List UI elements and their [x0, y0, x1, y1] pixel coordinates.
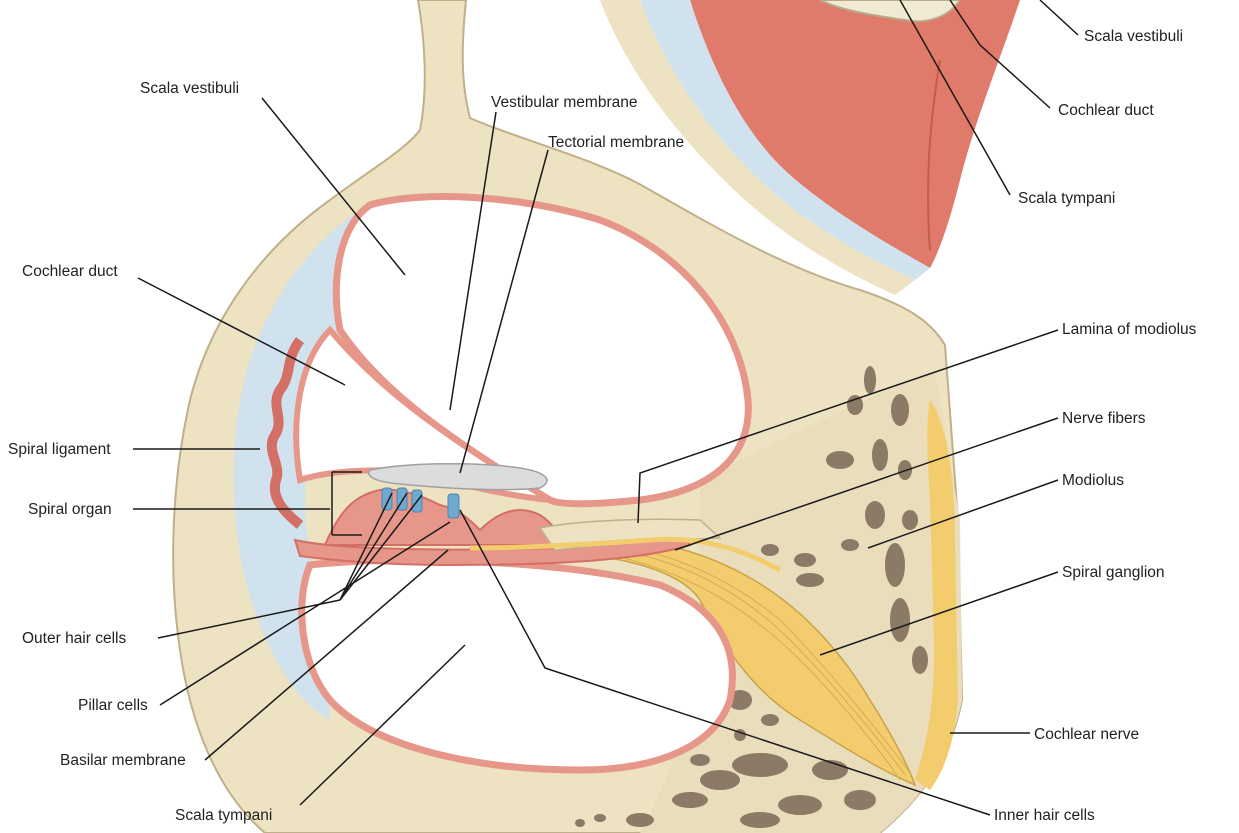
label-spiral-ganglion: Spiral ganglion — [1062, 564, 1165, 581]
label-basilar-membrane: Basilar membrane — [60, 752, 186, 769]
label-tectorial-membrane: Tectorial membrane — [548, 134, 684, 151]
label-cochlear-nerve: Cochlear nerve — [1034, 726, 1139, 743]
label-scala-tympani: Scala tympani — [175, 807, 272, 824]
label-lamina-of-modiolus: Lamina of modiolus — [1062, 321, 1197, 338]
label-spiral-ligament: Spiral ligament — [8, 441, 111, 458]
label-nerve-fibers: Nerve fibers — [1062, 410, 1146, 427]
label-cochlear-duct-top: Cochlear duct — [1058, 102, 1154, 119]
label-vestibular-membrane: Vestibular membrane — [491, 94, 637, 111]
label-scala-vestibuli: Scala vestibuli — [140, 80, 239, 97]
label-scala-tympani-top: Scala tympani — [1018, 190, 1115, 207]
label-outer-hair-cells: Outer hair cells — [22, 630, 126, 647]
label-spiral-organ: Spiral organ — [28, 501, 112, 518]
label-pillar-cells: Pillar cells — [78, 697, 148, 714]
label-cochlear-duct: Cochlear duct — [22, 263, 118, 280]
label-modiolus: Modiolus — [1062, 472, 1124, 489]
label-inner-hair-cells: Inner hair cells — [994, 807, 1095, 824]
label-scala-vestibuli-top: Scala vestibuli — [1084, 28, 1183, 45]
